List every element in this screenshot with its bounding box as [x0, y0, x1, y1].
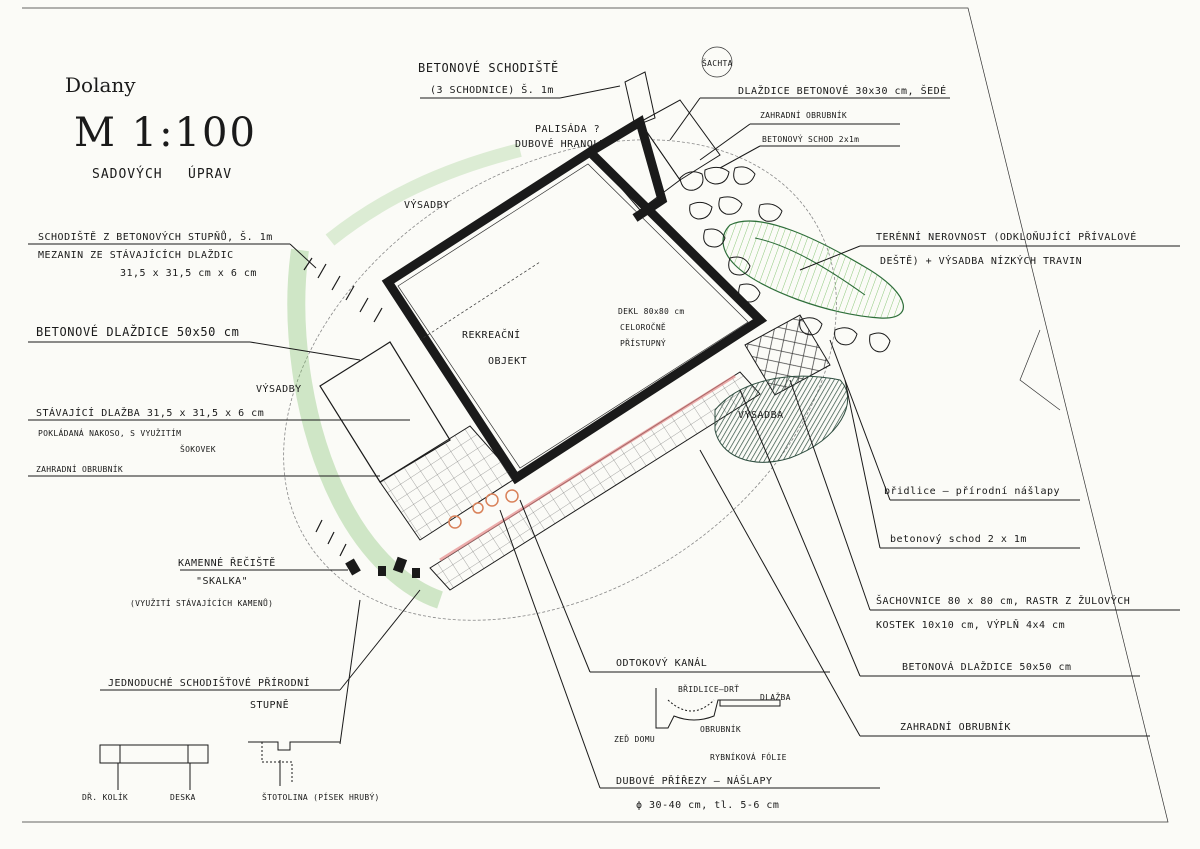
label-vysadby-left: VÝSADBY	[256, 382, 302, 395]
label-sachovnice-1: ŠACHOVNICE 80 x 80 cm, RASTR Z ŽULOVÝCH	[876, 594, 1130, 607]
label-beton-dlazdice-5050: BETONOVÉ DLAŽDICE 50x50 cm	[36, 324, 239, 339]
house-walls	[381, 146, 768, 485]
title-line2: ÚPRAV	[188, 166, 232, 182]
top-step	[624, 71, 656, 127]
dark-planting-right	[714, 375, 849, 463]
label-zed-domu: ZEĎ DOMU	[614, 733, 655, 744]
label-terenni-2: DEŠTĚ) + VÝSADBA NÍZKÝCH TRAVIN	[880, 254, 1082, 267]
label-rekreacni: REKREAČNÍ	[462, 328, 521, 341]
label-beton-schodiste: BETONOVÉ SCHODIŠTĚ	[418, 60, 559, 75]
terrain-berm-inner	[754, 237, 866, 296]
label-dekl-3: PŘÍSTUPNÝ	[620, 337, 666, 348]
label-stavajici-3: ŠOKOVEK	[180, 443, 216, 454]
label-stavajici-1: STÁVAJÍCÍ DLAŽBA 31,5 x 31,5 x 6 cm	[36, 406, 264, 419]
label-dubove-hranoly: DUBOVÉ HRANOLY	[515, 137, 606, 150]
left-stair-steps	[303, 257, 383, 323]
pink-drain	[439, 374, 736, 562]
label-zahradni-obrubnik-top: ZAHRADNÍ OBRUBNÍK	[760, 109, 847, 120]
label-deska: DESKA	[170, 793, 196, 802]
entrance-walls	[587, 115, 668, 222]
label-sachovnice-2: KOSTEK 10x10 cm, VÝPLŇ 4x4 cm	[876, 618, 1065, 631]
terrain-berm	[722, 220, 904, 319]
right-triangle-marker	[1019, 329, 1061, 411]
title-line1: SADOVÝCH	[92, 166, 163, 182]
label-vysadba-right: VÝSADBA	[738, 408, 784, 421]
label-dubove-2: ϕ 30-40 cm, tl. 5-6 cm	[636, 800, 779, 811]
label-dlazba: DLAŽBA	[760, 691, 791, 702]
label-dubove-1: DUBOVÉ PŘÍŘEZY – NÁŠLAPY	[616, 774, 773, 787]
label-beton-schodiste-detail: (3 SCHODNICE) Š. 1m	[430, 83, 554, 96]
label-odtokovy: ODTOKOVÝ KANÁL	[616, 656, 707, 669]
label-rybnikova-folie: RYBNÍKOVÁ FÓLIE	[710, 751, 787, 762]
label-terenni-1: TERÉNNÍ NEROVNOST (ODKLOŇUJÍCÍ PŘÍVALOVÉ	[876, 230, 1137, 243]
label-kamenne-3: (VYUŽITÍ STÁVAJÍCÍCH KAMENŮ)	[130, 597, 273, 608]
sachta-circle	[701, 46, 733, 78]
oak-stepping-stones	[448, 489, 519, 529]
label-sachta: ŠACHTA	[702, 57, 733, 68]
label-mezanin: MEZANIN ZE STÁVAJÍCÍCH DLAŽDIC	[38, 248, 234, 261]
label-palisada: PALISÁDA ?	[535, 122, 600, 135]
label-mezanin-rozmer: 31,5 x 31,5 cm x 6 cm	[120, 268, 257, 279]
top-paving	[639, 99, 721, 181]
label-schodiste-stupnu: SCHODIŠTĚ Z BETONOVÝCH STUPŇŮ, Š. 1m	[38, 230, 273, 243]
label-zahradni-obrubnik-left: ZAHRADNÍ OBRUBNÍK	[36, 463, 123, 474]
label-bridlice: břidlice – přírodní nášlapy	[884, 485, 1060, 497]
label-bridlice-drt: BŘIDLICE–DRŤ	[678, 683, 739, 694]
oak-slice-legend	[99, 744, 209, 790]
left-lower-steps	[315, 519, 347, 557]
label-stotolina: ŠTOTOLINA (PÍSEK HRUBÝ)	[262, 791, 380, 802]
section-legend	[248, 741, 340, 786]
left-diagonal-paving	[379, 425, 517, 541]
label-kamenne-2: "SKALKA"	[196, 576, 248, 587]
leader-lines	[28, 85, 1180, 789]
label-betonovy-schod-right: betonový schod 2 x 1m	[890, 533, 1027, 545]
house-interior-line	[419, 261, 541, 341]
label-dekl-2: CELOROČNĚ	[620, 321, 666, 332]
label-objekt: OBJEKT	[488, 356, 527, 367]
label-jednoduche-2: STUPNĚ	[250, 698, 289, 711]
label-beton-schod-top: BETONOVÝ SCHOD 2x1m	[762, 133, 859, 144]
label-vysadby-top: VÝSADBY	[404, 198, 450, 211]
label-dr-kolik: DŘ. KOLÍK	[82, 791, 128, 802]
stone-riverbed	[345, 556, 420, 578]
slate-steps	[679, 166, 891, 353]
label-jednoduche-1: JEDNODUCHÉ SCHODIŠŤOVÉ PŘÍRODNÍ	[108, 676, 310, 689]
drain-detail	[655, 688, 781, 729]
label-dlazdice-3030: DLAŽDICE BETONOVÉ 30x30 cm, ŠEDÉ	[738, 84, 947, 97]
green-planting-top	[325, 143, 522, 246]
title-place: Dolany	[65, 73, 136, 97]
green-planting-left	[287, 248, 444, 609]
garden-outline	[283, 139, 837, 621]
label-stavajici-2: POKLÁDANÁ NAKOSO, S VYUŽITÍM	[38, 427, 181, 438]
label-obrubnik: OBRUBNÍK	[700, 723, 741, 734]
label-zahradni-obrubnik-right: ZAHRADNÍ OBRUBNÍK	[900, 720, 1011, 733]
title-scale: M 1:100	[74, 110, 257, 156]
label-dekl-1: DEKL 80x80 cm	[618, 307, 685, 316]
label-beton-dlazdice-right: BETONOVÁ DLAŽDICE 50x50 cm	[902, 660, 1072, 673]
label-kamenne-1: KAMENNÉ ŘEČIŠTĚ	[178, 556, 276, 569]
sheet-border	[22, 7, 1169, 823]
